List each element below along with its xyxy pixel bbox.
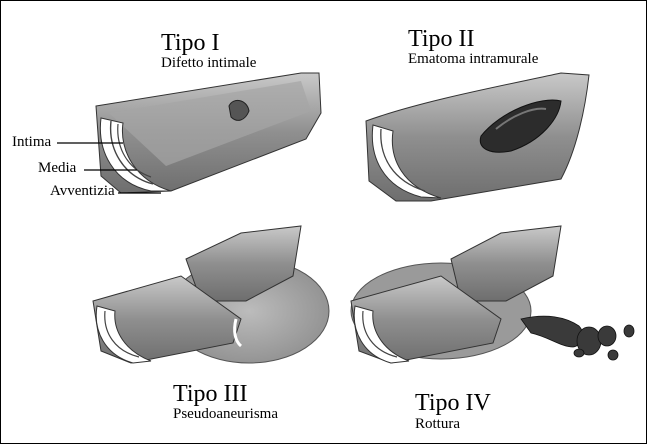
vessel-tipo-3	[93, 226, 329, 363]
subtitle-tipo-1: Difetto intimale	[161, 56, 256, 71]
vessel-tipo-4	[351, 226, 634, 363]
label-intima: Intima	[12, 135, 51, 150]
title-tipo-4: Tipo IV	[415, 391, 491, 415]
vessel-tipo-2	[366, 73, 589, 201]
title-tipo-3: Tipo III	[173, 382, 247, 406]
title-tipo-2: Tipo II	[408, 27, 474, 51]
title-tipo-1: Tipo I	[161, 31, 219, 55]
subtitle-tipo-2: Ematoma intramurale	[408, 52, 538, 67]
label-media: Media	[38, 161, 76, 176]
vessel-tipo-1	[96, 73, 321, 193]
blood-extravasation-icon	[521, 316, 634, 360]
subtitle-tipo-4: Rottura	[415, 417, 460, 432]
label-avventizia: Avventizia	[50, 184, 115, 199]
subtitle-tipo-3: Pseudoaneurisma	[173, 407, 278, 422]
